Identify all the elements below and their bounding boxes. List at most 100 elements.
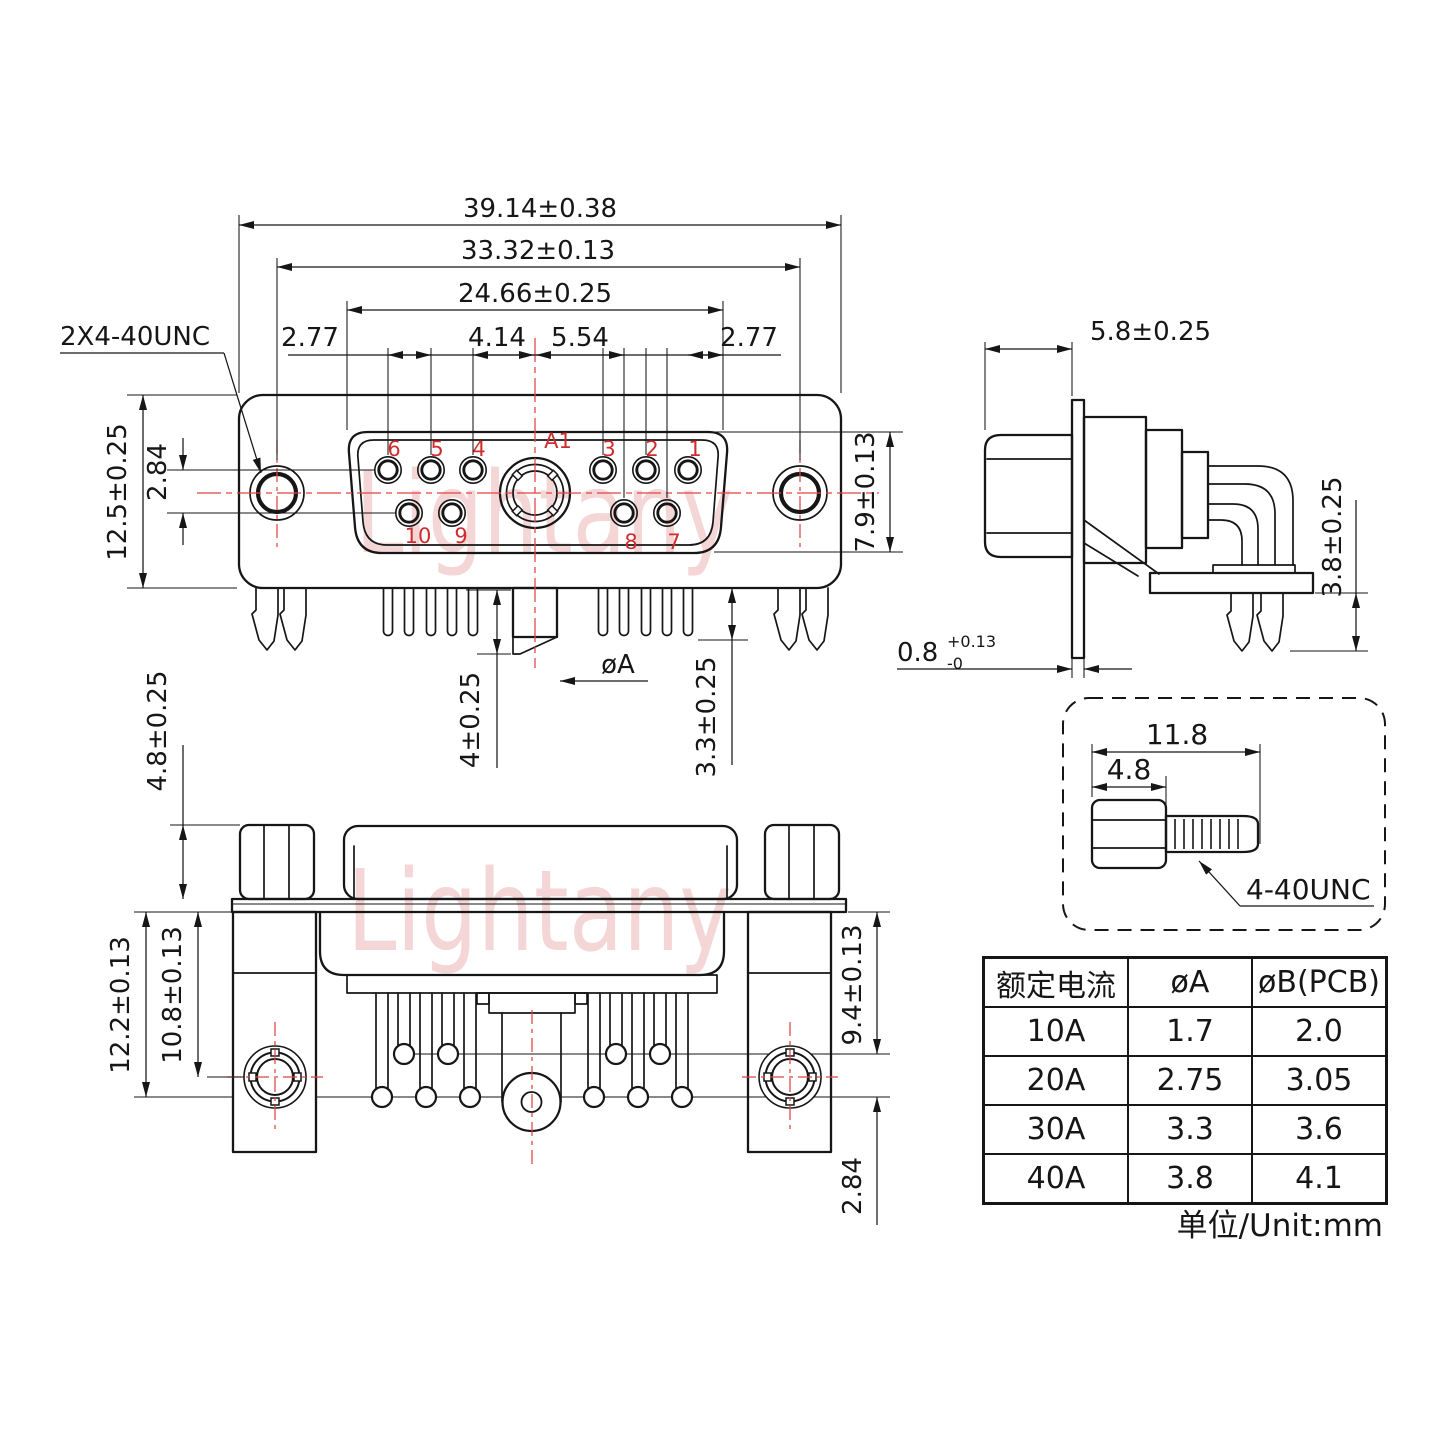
front-snap-legs [251,587,829,651]
screw-detail: 11.8 4.8 4-40UNC [1062,697,1386,931]
table-row: 20A 2.75 3.05 [982,1055,1388,1106]
back-dim-flange-to-bottom: 12.2±0.13 [106,911,232,1097]
cell-dia-a: 3.8 [1127,1153,1253,1205]
pin-label-7: 7 [667,530,680,554]
back-dim-flange-to-row: 9.4±0.13 [838,911,890,1054]
back-hex-nuts [238,823,841,901]
dim-flange-to-hole: 10.8±0.13 [158,926,188,1064]
dim-mount-span: 33.32±0.13 [461,236,615,266]
cell-current: 40A [982,1153,1129,1205]
dia-a-label: øA [601,650,635,680]
header-dia-b: øB(PCB) [1251,956,1388,1008]
side-view: 5.8±0.25 3.8±0.25 0.8 +0.13 -0 [897,317,1368,678]
cell-dia-b: 3.05 [1251,1055,1388,1106]
front-contacts [373,455,702,527]
dim-leg-height: 3.8±0.25 [1318,476,1348,597]
front-thread-callout: 2X4-40UNC [60,322,262,474]
side-snap-leg [1226,592,1284,652]
front-dim-pin-span: 24.66±0.25 [346,279,724,430]
side-dim-bracket-depth: 5.8±0.25 [984,317,1211,430]
back-flange [230,897,848,914]
front-solder-pins [382,587,694,637]
thread-callout-text: 2X4-40UNC [60,322,210,352]
back-dim-flange-to-hole: 10.8±0.13 [158,912,244,1078]
pin-label-4: 4 [472,437,485,461]
table-row: 40A 3.8 4.1 [982,1153,1388,1205]
pin-label-10: 10 [405,524,432,548]
side-jackscrew-head [983,433,1074,559]
back-brackets [231,910,833,1154]
table-row: 30A 3.3 3.6 [982,1104,1388,1155]
screw-drawing [1090,798,1260,870]
back-pins [370,992,694,1109]
dim-pitch-left: 2.77 [281,323,339,353]
dim-flange-to-bottom: 12.2±0.13 [106,936,136,1074]
front-dia-a: øA [560,650,648,685]
front-dim-row-spacing: 2.84 [143,438,396,545]
dim-plate-thickness: 0.8 [897,638,938,668]
dim-pin-span: 24.66±0.25 [458,279,612,309]
dim-overall-width: 39.14±0.38 [463,194,617,224]
pin-label-9: 9 [454,524,467,548]
cell-current: 20A [982,1055,1129,1106]
dim-screw-head: 4.8 [1107,753,1152,786]
dim-plate-tol-plus: +0.13 [947,632,996,651]
side-dim-leg-height: 3.8±0.25 [1290,476,1368,652]
front-dim-face-height: 7.9±0.13 [714,431,903,553]
side-brace-outer [1083,519,1160,575]
dim-flange-to-row: 9.4±0.13 [838,924,868,1045]
back-dim-nut-height: 4.8±0.25 [143,670,240,899]
header-rated-current: 额定电流 [982,956,1129,1008]
side-bent-pins [1207,465,1296,574]
cell-current: 30A [982,1104,1129,1155]
cell-dia-b: 4.1 [1251,1153,1388,1205]
front-dim-pin-proj-long: 4±0.25 [456,589,511,768]
screw-dim-head: 4.8 [1092,753,1167,812]
pin-label-5: 5 [430,437,443,461]
dim-row-spacing: 2.84 [143,443,173,501]
dim-back-row-spacing: 2.84 [838,1157,868,1215]
front-dim-shell-height: 12.5±0.25 [103,394,237,589]
dim-nut-height: 4.8±0.25 [143,670,173,791]
pin-label-6: 6 [387,437,400,461]
pin-label-8: 8 [624,530,637,554]
front-dface-inner [356,439,720,546]
table-header-row: 额定电流 øA øB(PCB) [982,956,1388,1008]
table-row: 10A 1.7 2.0 [982,1006,1388,1057]
dim-pin-proj-long: 4±0.25 [456,672,486,768]
cell-dia-b: 2.0 [1251,1006,1388,1057]
cell-dia-a: 3.3 [1127,1104,1253,1155]
pin-label-3: 3 [602,437,615,461]
side-body [1082,415,1210,565]
back-pin-shelf [346,974,718,994]
header-dia-a: øA [1127,956,1253,1008]
front-dim-mount-span: 33.32±0.13 [276,236,801,460]
front-pin-labels: 6 5 4 A1 3 2 1 10 9 8 7 [387,429,701,554]
unit-note: 单位/Unit:mm [1176,1208,1383,1244]
dim-plate-tol-minus: -0 [947,654,963,673]
side-dim-plate-thickness: 0.8 +0.13 -0 [897,632,1132,678]
cell-dia-a: 1.7 [1127,1006,1253,1057]
dim-face-height: 7.9±0.13 [851,431,881,552]
cell-dia-a: 2.75 [1127,1055,1253,1106]
side-flange-plate [1070,398,1086,660]
dim-pitch-right: 2.77 [720,323,778,353]
front-dim-pitch-row: 2.77 4.14 5.54 2.77 [281,323,781,498]
cell-dia-b: 3.6 [1251,1104,1388,1155]
side-base-plate [1148,571,1315,595]
pin-label-2: 2 [645,437,658,461]
dim-screw-total: 11.8 [1146,718,1208,751]
back-view: Lightany [106,670,890,1225]
screw-detail-box [1062,697,1386,931]
current-rating-table: 额定电流 øA øB(PCB) 10A 1.7 2.0 20A 2.75 3.0… [982,956,1388,1205]
dim-pitch-mid-left: 4.14 [468,323,526,353]
pin-label-1: 1 [688,437,701,461]
dim-pin-proj-short: 3.3±0.25 [692,656,722,777]
side-brace-inner [1083,542,1139,577]
dim-shell-height: 12.5±0.25 [103,423,133,561]
cell-current: 10A [982,1006,1129,1057]
screw-thread-callout: 4-40UNC [1198,860,1374,907]
dim-pitch-mid-right: 5.54 [551,323,609,353]
front-dim-overall: 39.14±0.38 [238,194,842,393]
